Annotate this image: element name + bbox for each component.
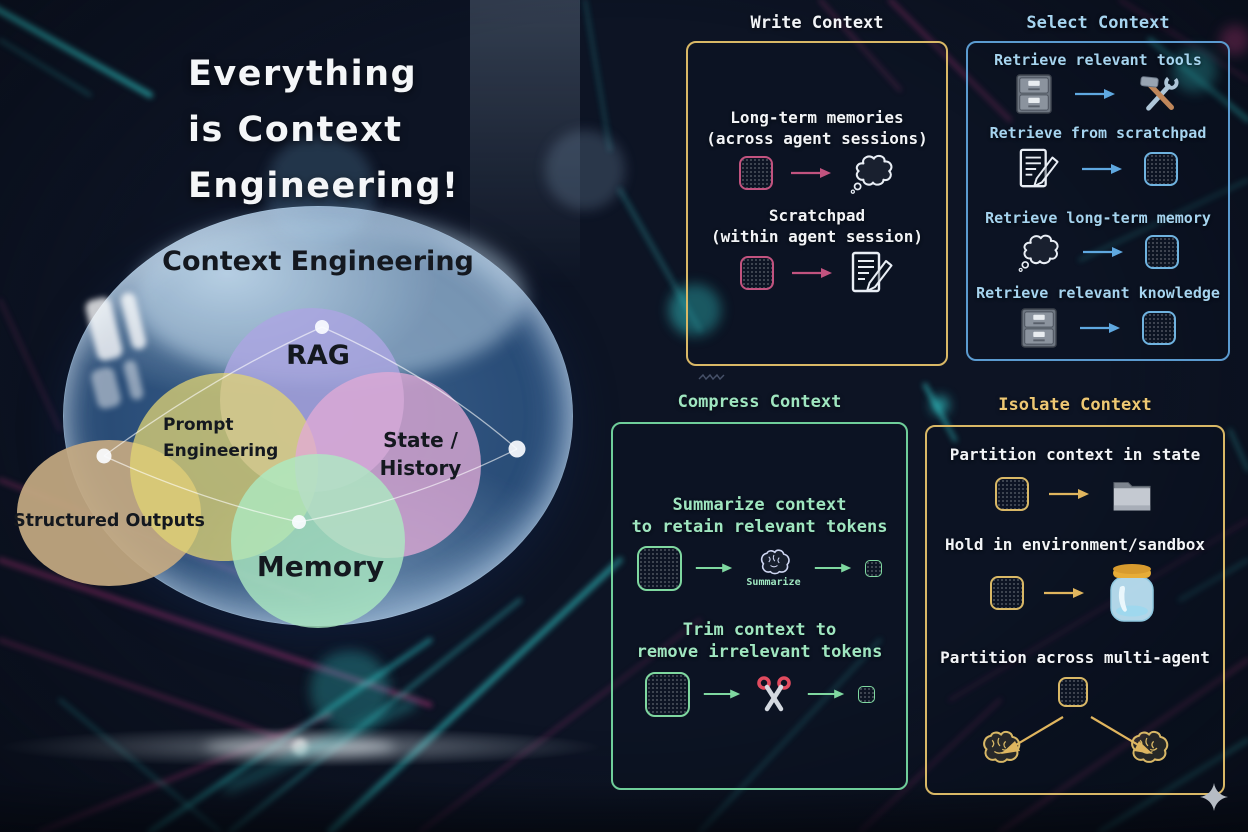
compress-row-label: Trim context to — [682, 620, 837, 640]
jar-icon — [1104, 561, 1160, 625]
venn-label-memory: Memory — [256, 550, 385, 583]
isolate-row-icons — [927, 559, 1223, 627]
brain-icon — [977, 729, 1023, 765]
headline-line-2: is Context — [188, 110, 403, 150]
compress-row-label: to retain relevant tokens — [631, 517, 888, 537]
summarize-step: Summarize — [746, 548, 801, 588]
select-row-label: Retrieve from scratchpad — [989, 124, 1207, 142]
select-row-icons — [968, 305, 1228, 351]
select-row-label: Retrieve relevant knowledge — [976, 284, 1220, 302]
context-square-icon — [990, 576, 1024, 610]
select-row-label: Retrieve relevant tools — [994, 51, 1202, 69]
arrow-icon — [1073, 87, 1117, 101]
panel-title-select-context: Select Context — [1026, 13, 1170, 33]
compress-row-icons: Summarize — [613, 542, 906, 594]
venn-label-rag: RAG — [286, 340, 350, 371]
headline: Everything is Context Engineering! — [188, 46, 459, 214]
arrow-icon — [806, 687, 846, 701]
venn-label-structured-outputs: Structured Outputs — [13, 511, 205, 531]
brain-icon — [756, 548, 792, 576]
brain-icon — [1125, 729, 1171, 765]
venn-label-context-engineering: Context Engineering — [162, 246, 474, 277]
isolate-row-label: Partition context in state — [949, 445, 1201, 464]
arrow-icon — [813, 561, 853, 575]
write-row-label: (across agent sessions) — [706, 129, 928, 148]
context-square-icon — [1144, 152, 1178, 186]
arrow-icon — [1078, 321, 1122, 335]
venn-label-state-history: State / History — [379, 428, 462, 480]
arrow-icon — [1042, 586, 1086, 600]
context-engineering-bubble: Context Engineering RAG Prompt Engineeri… — [13, 206, 573, 628]
memo-pencil-icon — [850, 250, 894, 296]
arrow-icon — [694, 561, 734, 575]
context-square-icon — [739, 156, 773, 190]
context-square-icon — [740, 256, 774, 290]
arrow-icon — [1080, 162, 1124, 176]
context-square-icon — [857, 685, 875, 703]
isolate-row-label: Hold in environment/sandbox — [944, 535, 1206, 554]
isolate-row-label: Partition across multi-agent — [940, 648, 1210, 667]
hammer-wrench-icon — [1137, 74, 1181, 114]
memo-pencil-icon — [1018, 147, 1060, 191]
scribble-mark — [698, 373, 725, 381]
context-square-icon — [995, 477, 1029, 511]
thought-cloud-icon — [849, 151, 895, 195]
context-square-icon — [637, 545, 683, 591]
write-row-icons — [688, 249, 946, 297]
select-row-label: Retrieve long-term memory — [985, 209, 1211, 227]
panel-select-context: Select Context Retrieve relevant tools R… — [966, 13, 1230, 361]
compress-row-icons — [613, 668, 906, 720]
arrow-icon — [1081, 245, 1125, 259]
arrow-icon — [1047, 487, 1091, 501]
venn-label-prompt-engineering: Prompt Engineering — [163, 415, 279, 461]
context-square-icon — [1058, 677, 1088, 707]
context-square-icon — [1142, 311, 1176, 345]
panel-write-context: Write Context Long-term memories (across… — [686, 13, 948, 366]
file-cabinet-icon — [1020, 307, 1058, 349]
write-row-label: Scratchpad — [768, 206, 866, 225]
context-square-icon — [644, 671, 690, 717]
write-row-label: (within agent session) — [711, 227, 923, 246]
select-row-icons — [968, 229, 1228, 275]
panel-title-isolate-context: Isolate Context — [998, 395, 1152, 415]
context-square-icon — [864, 559, 882, 577]
compress-row-label: remove irrelevant tokens — [636, 642, 883, 662]
folder-icon — [1109, 474, 1155, 514]
arrow-icon — [790, 266, 834, 280]
isolate-row-icons — [927, 471, 1223, 517]
scissors-icon — [754, 675, 794, 713]
thought-cloud-icon — [1017, 231, 1061, 273]
file-cabinet-icon — [1015, 73, 1053, 115]
panel-title-compress-context: Compress Context — [677, 392, 842, 412]
panel-title-write-context: Write Context — [750, 13, 884, 33]
sparkle-icon — [1199, 782, 1229, 812]
headline-line-1: Everything — [188, 54, 418, 94]
panel-isolate-context: Isolate Context Partition context in sta… — [925, 395, 1225, 795]
write-row-icons — [688, 151, 946, 195]
arrow-icon — [789, 166, 833, 180]
select-row-icons — [968, 71, 1228, 117]
write-row-label: Long-term memories — [730, 108, 904, 127]
arrow-icon — [702, 687, 742, 701]
compress-row-label: Summarize context — [672, 495, 847, 515]
select-row-icons — [968, 145, 1228, 193]
context-square-icon — [1145, 235, 1179, 269]
panel-compress-context: Compress Context Summarize context to re… — [611, 392, 908, 790]
summarize-caption: Summarize — [746, 577, 801, 588]
headline-line-3: Engineering! — [188, 166, 460, 206]
